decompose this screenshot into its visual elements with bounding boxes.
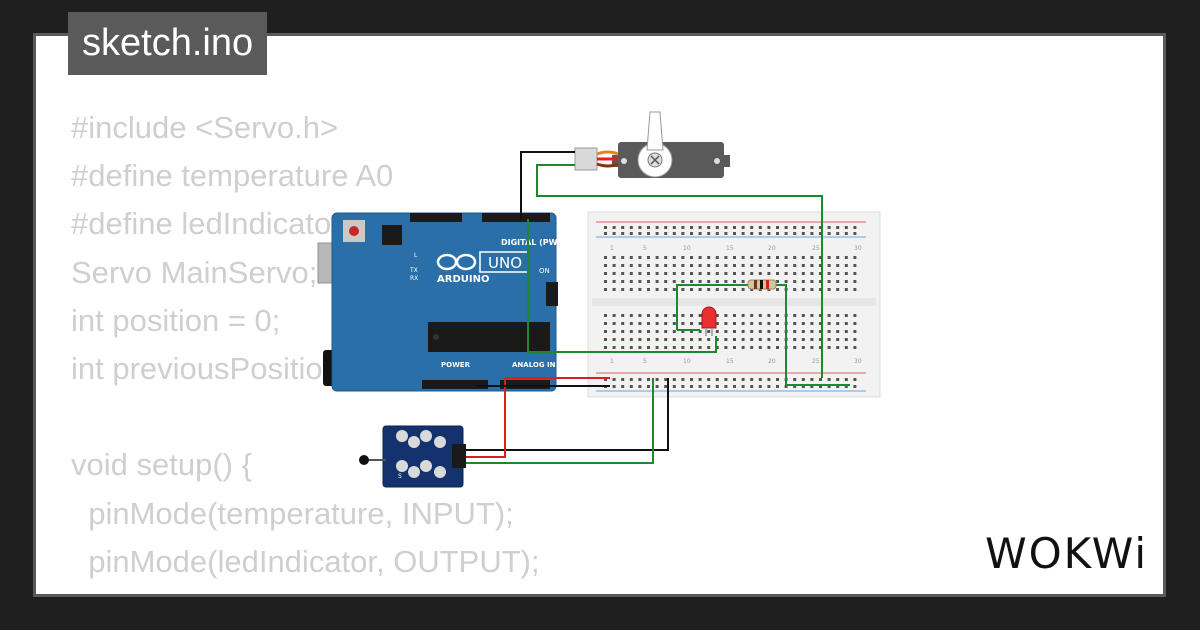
svg-text:10: 10 xyxy=(683,358,691,365)
header-digital-left xyxy=(410,213,462,222)
header-analog xyxy=(500,380,550,389)
svg-text:5: 5 xyxy=(643,245,647,252)
svg-text:20: 20 xyxy=(768,358,776,365)
code-line: int position = 0; xyxy=(71,302,281,338)
code-line: pinMode(ledIndicator, OUTPUT); xyxy=(71,543,540,579)
wires xyxy=(465,151,850,464)
temperature-sensor-module[interactable]: S xyxy=(359,425,466,488)
digital-label: DIGITAL (PWM ~) xyxy=(501,238,579,247)
microcontroller-chip xyxy=(428,322,550,352)
svg-text:30: 30 xyxy=(854,358,862,365)
code-line: void setup() { xyxy=(71,447,252,483)
svg-text:25: 25 xyxy=(812,358,820,365)
svg-text:10: 10 xyxy=(683,245,691,252)
arduino-brand-label: ARDUINO xyxy=(437,274,489,285)
svg-text:ON: ON xyxy=(539,267,550,275)
svg-text:20: 20 xyxy=(768,245,776,252)
arduino-logo-icon xyxy=(436,253,477,271)
code-preview: #include <Servo.h> #define temperature A0… xyxy=(71,104,540,594)
svg-text:RX: RX xyxy=(410,275,418,282)
svg-text:TX: TX xyxy=(409,267,418,274)
led-indicator[interactable] xyxy=(701,306,717,336)
svg-text:30: 30 xyxy=(854,245,862,252)
header-power xyxy=(422,380,488,389)
svg-text:S: S xyxy=(398,473,402,480)
filename-tab[interactable]: sketch.ino xyxy=(68,12,268,75)
wokwi-logo: WOKWi xyxy=(985,529,1148,578)
code-line: #define temperature A0 xyxy=(71,158,394,194)
preview-card: #include <Servo.h> #define temperature A0… xyxy=(33,33,1166,597)
servo-connector xyxy=(574,147,598,171)
svg-text:1: 1 xyxy=(610,358,614,365)
svg-text:25: 25 xyxy=(812,245,820,252)
code-line: pinMode(temperature, INPUT); xyxy=(71,495,514,531)
breadboard: 1 5 10 15 20 25 30 1 5 10 15 20 25 30 xyxy=(587,211,881,398)
header-digital-right xyxy=(482,213,550,222)
resistor[interactable] xyxy=(747,279,777,290)
svg-text:5: 5 xyxy=(643,358,647,365)
arduino-uno-board[interactable]: DIGITAL (PWM ~) POWER ANALOG IN ON TX RX… xyxy=(317,212,579,392)
code-line: #include <Servo.h> xyxy=(71,110,339,145)
breadboard-holes xyxy=(604,226,857,388)
svg-text:15: 15 xyxy=(726,358,734,365)
power-label: POWER xyxy=(441,361,471,369)
uno-label: UNO xyxy=(488,254,522,272)
analog-label: ANALOG IN xyxy=(512,361,556,369)
svg-text:L: L xyxy=(414,252,418,259)
code-line: Servo MainServo; xyxy=(71,254,318,290)
servo-horn xyxy=(646,111,664,151)
servo-motor[interactable] xyxy=(574,111,730,178)
code-line: int previousPosition; xyxy=(71,350,349,386)
code-line: MainServo.attach(3); xyxy=(71,586,540,594)
svg-text:1: 1 xyxy=(610,245,614,252)
svg-text:15: 15 xyxy=(726,245,734,252)
thermistor-icon xyxy=(359,455,369,465)
breadboard-column-numbers: 1 5 10 15 20 25 30 1 5 10 15 20 25 30 xyxy=(610,245,862,365)
